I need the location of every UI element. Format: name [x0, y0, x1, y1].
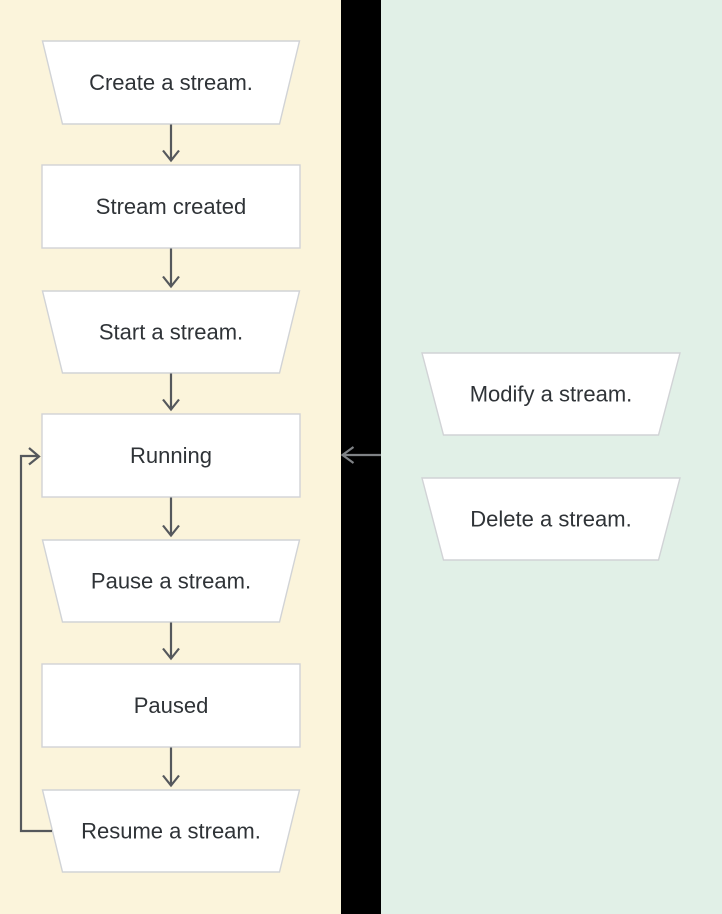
- resume-a-stream-label: Resume a stream.: [81, 819, 261, 844]
- pause-a-stream-label: Pause a stream.: [91, 569, 251, 594]
- start-a-stream-label: Start a stream.: [99, 320, 243, 345]
- step-create-a-stream: Create a stream.: [41, 40, 301, 125]
- panel-gap: [341, 0, 381, 914]
- create-a-stream-shape: [41, 40, 301, 125]
- step-start-a-stream: Start a stream.: [41, 290, 301, 374]
- pause-a-stream-shape: [41, 539, 301, 623]
- stream-created-shape: [41, 164, 301, 249]
- flow-arrow-start-to-running: [162, 373, 180, 412]
- step-pause-a-stream: Pause a stream.: [41, 539, 301, 623]
- flow-arrow-pause-to-paused: [162, 622, 180, 661]
- delete-a-stream-label: Delete a stream.: [470, 507, 631, 532]
- running-label: Running: [130, 443, 212, 468]
- step-stream-created: Stream created: [41, 164, 301, 249]
- loop-arrow-resume-to-running: [19, 447, 52, 833]
- link-arrow-operations-to-running: [340, 446, 381, 464]
- modify-a-stream-label: Modify a stream.: [470, 382, 633, 407]
- resume-a-stream-shape: [41, 789, 301, 873]
- paused-shape: [41, 663, 301, 748]
- stream-created-label: Stream created: [96, 194, 246, 219]
- flow-arrow-paused-to-resume: [162, 747, 180, 788]
- running-shape: [41, 413, 301, 498]
- operations-panel-bg: [381, 0, 722, 914]
- step-running: Running: [41, 413, 301, 498]
- flow-arrow-running-to-pause: [162, 497, 180, 538]
- modify-a-stream-shape: [421, 352, 681, 436]
- delete-a-stream-shape: [421, 477, 681, 561]
- flow-arrow-create-to-created: [162, 124, 180, 163]
- flow-arrow-created-to-start: [162, 248, 180, 289]
- start-a-stream-shape: [41, 290, 301, 374]
- paused-label: Paused: [134, 693, 209, 718]
- step-resume-a-stream: Resume a stream.: [41, 789, 301, 873]
- step-paused: Paused: [41, 663, 301, 748]
- op-modify-a-stream: Modify a stream.: [421, 352, 681, 436]
- op-delete-a-stream: Delete a stream.: [421, 477, 681, 561]
- create-a-stream-label: Create a stream.: [89, 70, 253, 95]
